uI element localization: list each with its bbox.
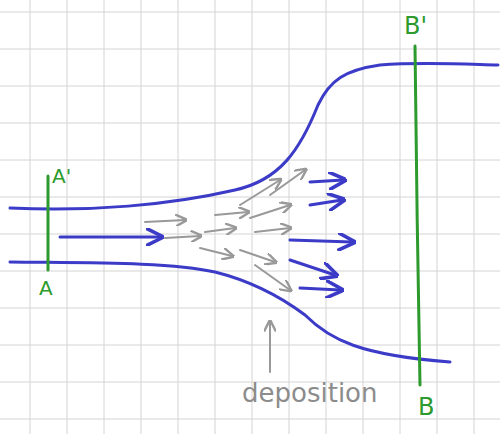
channel-banks <box>10 63 498 362</box>
flow-arrows-blue <box>60 180 352 290</box>
flow-arrows-grey <box>145 170 305 372</box>
section-label: A <box>39 278 53 298</box>
section-label: A' <box>52 166 71 186</box>
section-label: B <box>418 395 434 419</box>
section-label: B' <box>404 14 427 38</box>
cross-section-lines <box>48 46 420 385</box>
process-label: deposition <box>242 380 377 406</box>
